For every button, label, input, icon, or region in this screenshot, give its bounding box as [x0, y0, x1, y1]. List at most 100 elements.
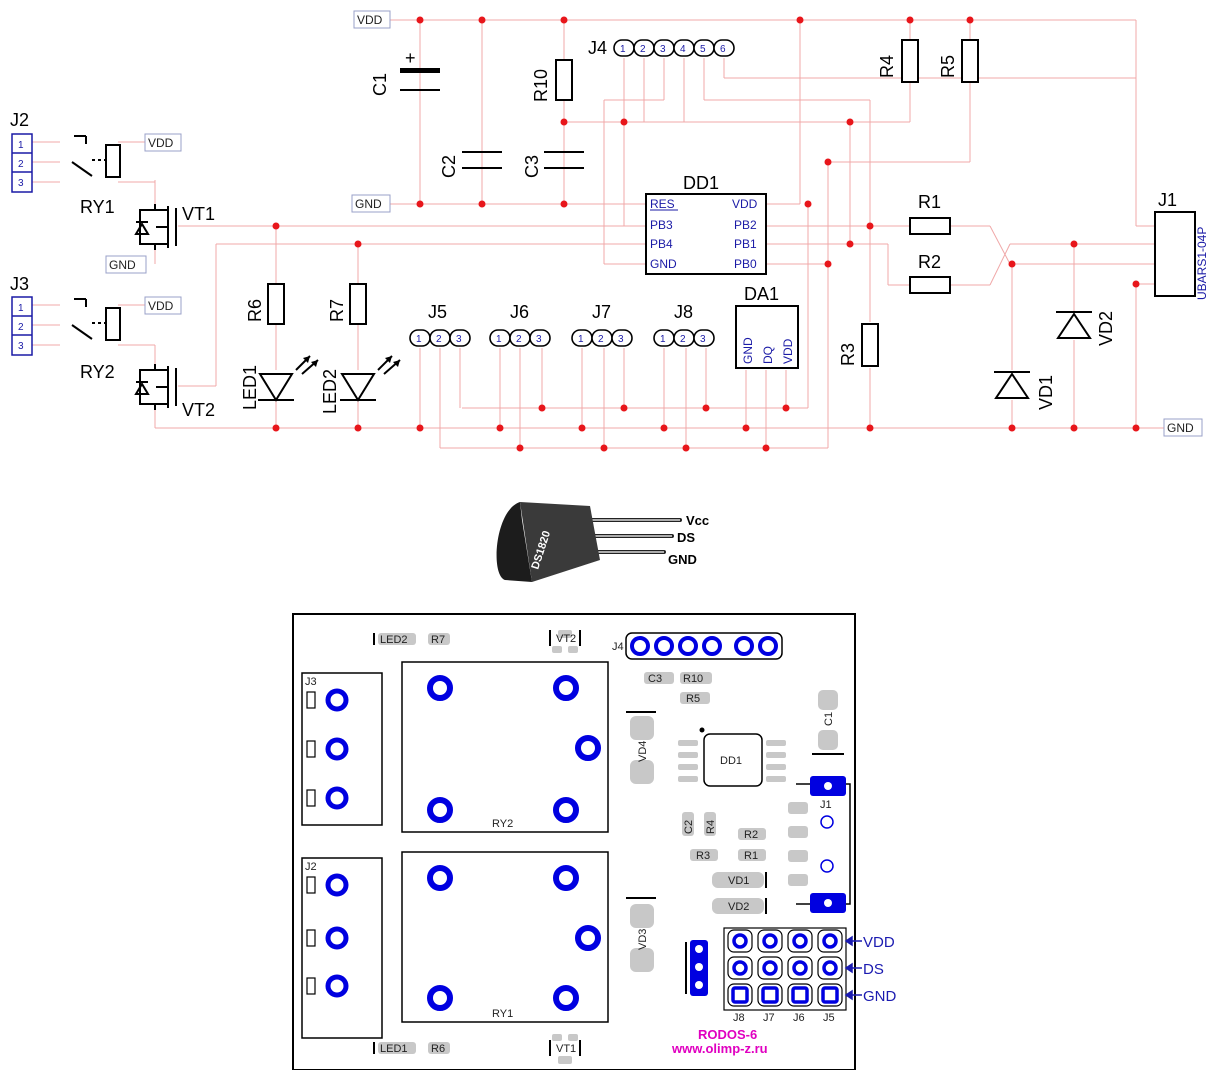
pcb-brand-name: RODOS-6: [698, 1027, 757, 1042]
pcb-dd1-label: DD1: [720, 755, 742, 767]
pcb-signal-vdd: VDD: [863, 934, 895, 951]
pcb-vt2-label: VT2: [556, 633, 576, 645]
j2-pin3: 3: [18, 178, 24, 189]
j5-pin1: 1: [416, 334, 422, 345]
c3-label: C3: [522, 155, 542, 178]
da1-label: DA1: [744, 284, 779, 304]
pcb-j5-label: J5: [823, 1012, 835, 1024]
j2-pin2: 2: [18, 159, 24, 170]
pcb-r1-label: R1: [744, 850, 758, 862]
pcb-ry1-label: RY1: [492, 1008, 513, 1020]
led1-label: LED1: [240, 365, 260, 410]
diode-vd2: VD2: [1056, 311, 1116, 346]
connector-j3: J3 1 2 3: [10, 274, 33, 356]
mosfet-vt2: VT2: [134, 364, 215, 420]
da1-pin-dq: DQ: [761, 346, 775, 364]
vdd-port-j3: VDD: [144, 296, 182, 315]
pcb-c2-label: C2: [683, 820, 695, 834]
ry2-label: RY2: [80, 362, 115, 382]
pcb-j3-label: J3: [305, 676, 317, 688]
j8-pin2: 2: [680, 334, 686, 345]
junction-nodes: [272, 16, 1140, 452]
j7-pin3: 3: [618, 334, 624, 345]
vd2-label: VD2: [1096, 311, 1116, 346]
pcb-r3-label: R3: [696, 850, 710, 862]
da1-pin-gnd: GND: [741, 337, 755, 364]
header-j5: J5 1 2 3: [409, 302, 471, 347]
gnd-port-right-label: GND: [1167, 421, 1194, 435]
j5-label: J5: [428, 302, 447, 322]
pcb-brand-url: www.olimp-z.ru: [671, 1041, 768, 1056]
sensor-da1: DA1 GND DQ VDD: [735, 284, 799, 369]
vdd-port-j2-label: VDD: [148, 136, 174, 150]
c1-label: C1: [370, 73, 390, 96]
c2-label: C2: [439, 155, 459, 178]
resistor-r2: R2: [909, 252, 951, 294]
pcb-r6-label: R6: [431, 1043, 445, 1055]
led-led2: LED2: [320, 355, 401, 414]
capacitor-c1: + C1: [370, 48, 440, 96]
r7-label: R7: [327, 299, 347, 322]
j6-pin2: 2: [516, 334, 522, 345]
pcb-r10-label: R10: [683, 673, 703, 685]
diode-vd1: VD1: [994, 371, 1056, 410]
j4-label: J4: [588, 38, 607, 58]
pcb-led1-label: LED1: [380, 1043, 408, 1055]
capacitor-c3: C3: [522, 151, 584, 178]
pcb-vd3-label: VD3: [637, 929, 649, 950]
j5-pin2: 2: [436, 334, 442, 345]
j6-pin3: 3: [536, 334, 542, 345]
pcb-j7-label: J7: [763, 1012, 775, 1024]
j8-label: J8: [674, 302, 693, 322]
r3-label: R3: [838, 343, 858, 366]
gnd-port-left: GND: [351, 194, 391, 213]
r10-label: R10: [531, 69, 551, 102]
j4-pin4: 4: [680, 44, 686, 55]
dd1-pin-pb3: PB3: [650, 218, 673, 232]
j4-pin5: 5: [700, 44, 706, 55]
dd1-pin-vdd: VDD: [732, 197, 758, 211]
j4-pin1: 1: [620, 44, 626, 55]
vdd-port-j2: VDD: [144, 133, 182, 152]
vdd-port-top: VDD: [353, 10, 391, 29]
dd1-pin-pb4: PB4: [650, 237, 673, 251]
r2-label: R2: [918, 252, 941, 272]
dd1-pin-pb1: PB1: [734, 237, 757, 251]
j3-pin3: 3: [18, 341, 24, 352]
j3-pin1: 1: [18, 303, 24, 314]
pcb-signal-gnd: GND: [863, 988, 897, 1005]
ds1820-gnd-label: GND: [668, 552, 697, 567]
r5-label: R5: [938, 55, 958, 78]
pcb-j1-label: J1: [820, 799, 832, 811]
j1-label: J1: [1158, 190, 1177, 210]
wires: [30, 19, 1165, 449]
pcb-ry2-label: RY2: [492, 818, 513, 830]
vt2-label: VT2: [182, 400, 215, 420]
led-led1: LED1: [240, 355, 319, 410]
ry1-label: RY1: [80, 197, 115, 217]
header-j8: J8 1 2 3: [653, 302, 715, 347]
pcb-r2-label: R2: [744, 829, 758, 841]
j2-pin1: 1: [18, 140, 24, 151]
pcb-c1-label: C1: [823, 712, 835, 726]
resistor-r4: R4: [877, 39, 919, 83]
header-j4: J4 1 2 3 4 5 6: [588, 38, 735, 58]
gnd-port-right: GND: [1163, 418, 1203, 437]
capacitor-c2: C2: [439, 151, 502, 178]
j3-pin2: 2: [18, 322, 24, 333]
connector-j1: J1 UBARS1-04P: [1154, 190, 1208, 300]
j4-pin2: 2: [640, 44, 646, 55]
pcb-j2-label: J2: [305, 861, 317, 873]
connector-j2: J2 1 2 3: [10, 110, 33, 193]
pcb-vt1-label: VT1: [556, 1043, 576, 1055]
vd1-label: VD1: [1036, 375, 1056, 410]
c1-plus: +: [405, 48, 416, 68]
pcb-vd1-label: VD1: [728, 875, 749, 887]
pcb-c3-label: C3: [648, 673, 662, 685]
gnd-port-vt1: GND: [105, 255, 147, 274]
pcb-layout: LED2 R7 VT2 J4 C3 R10 R5 J3: [292, 613, 897, 1070]
resistor-r3: R3: [838, 323, 879, 367]
pcb-j8-label: J8: [733, 1012, 745, 1024]
vt1-label: VT1: [182, 204, 215, 224]
